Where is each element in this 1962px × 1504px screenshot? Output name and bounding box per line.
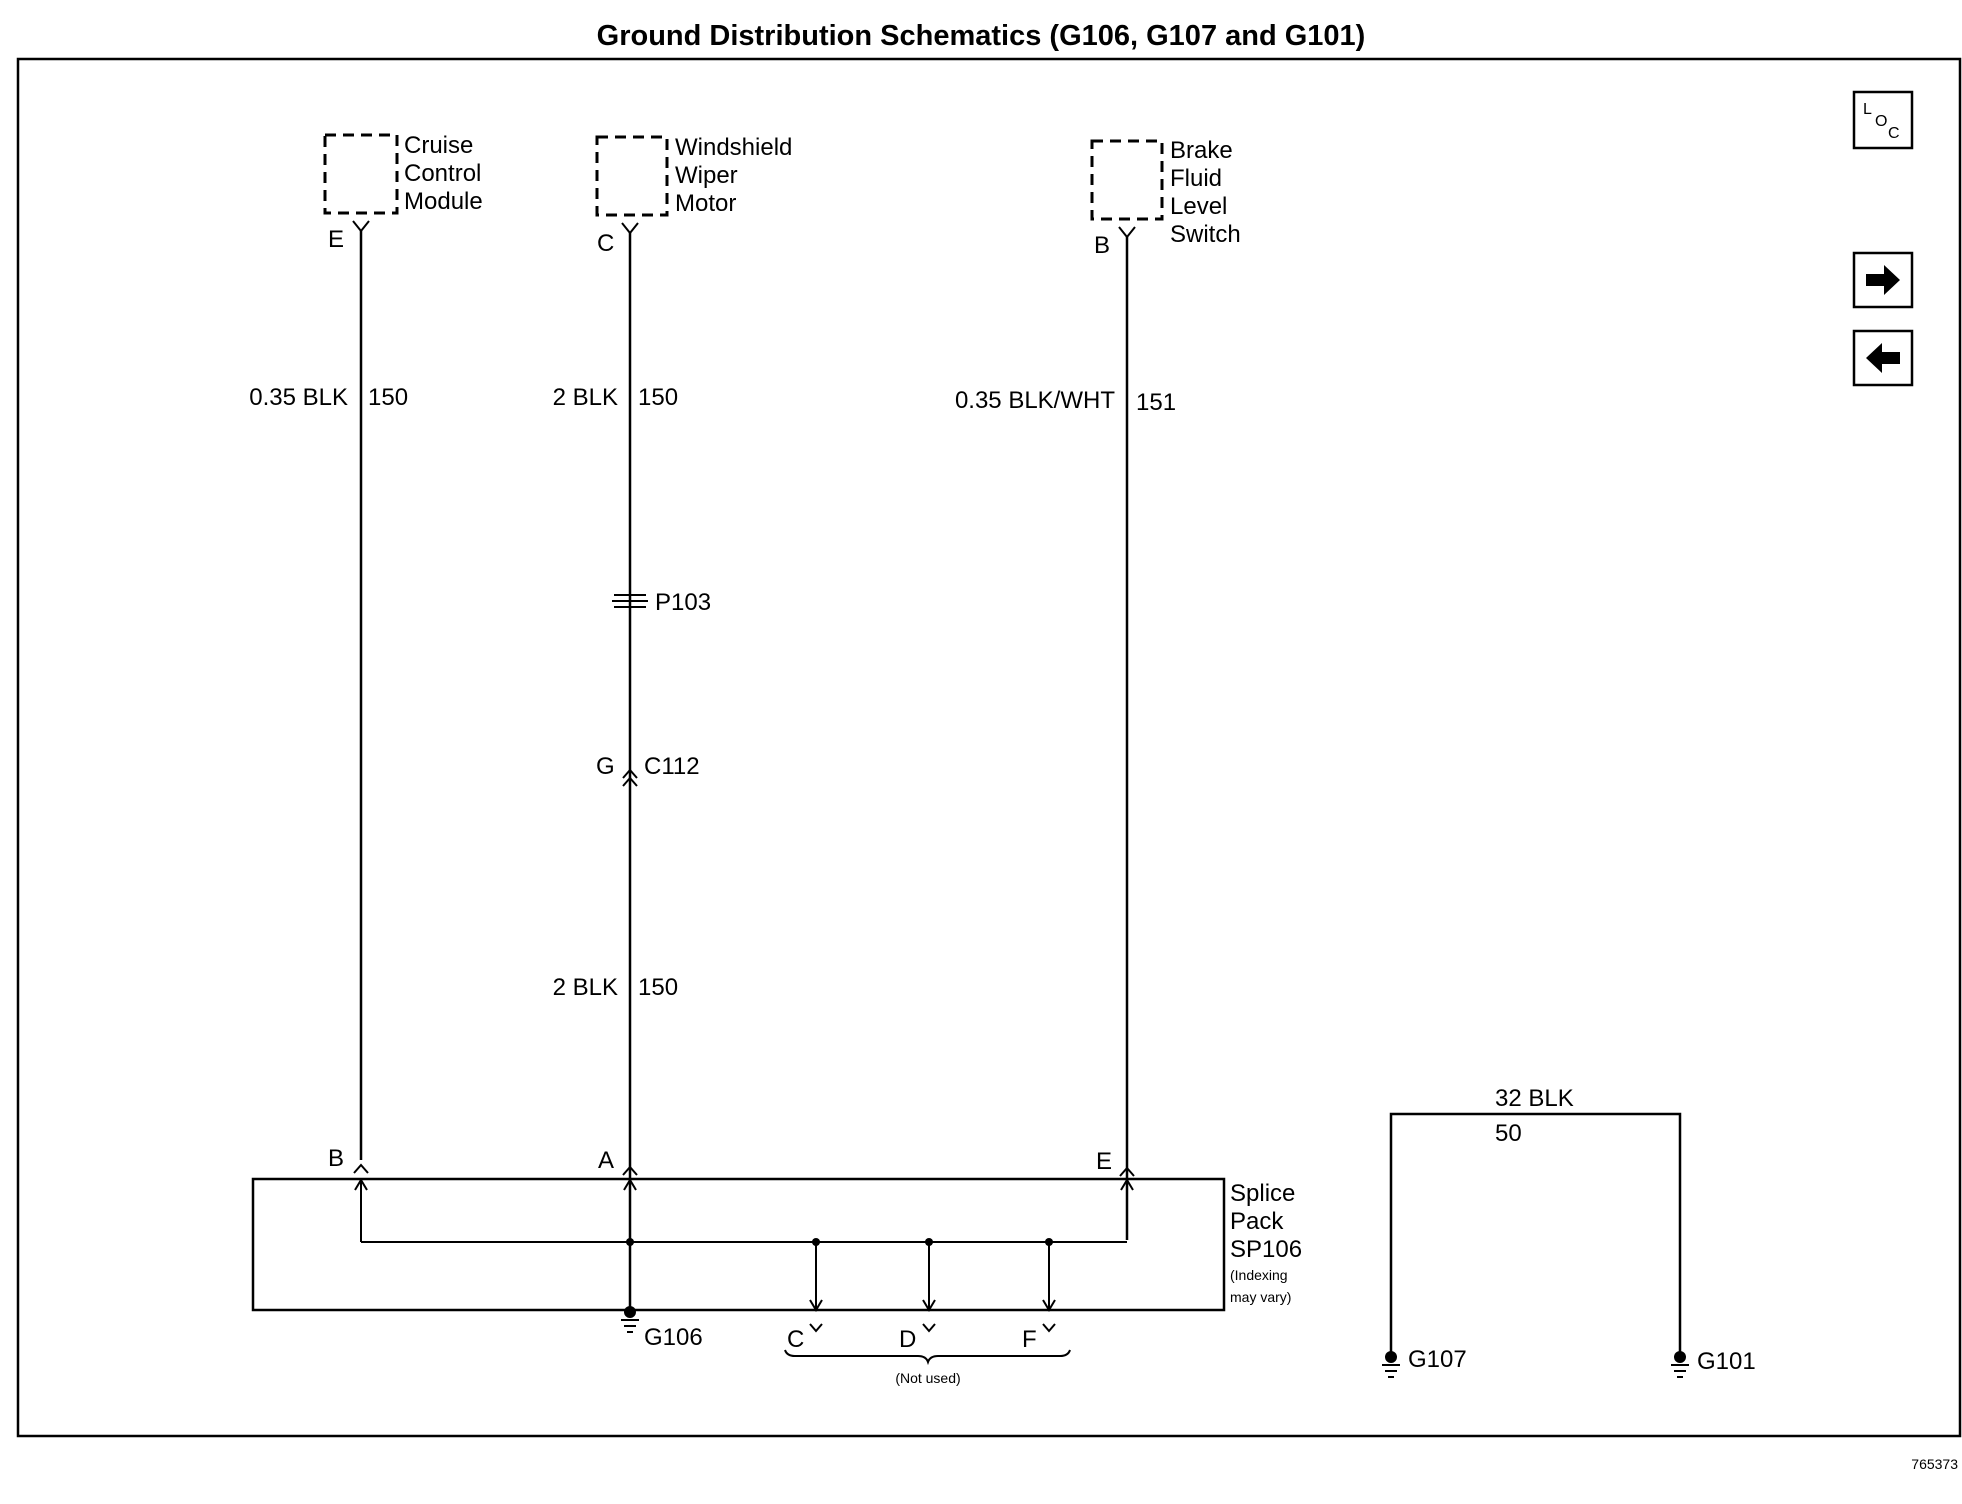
splice-pin-f: F: [1022, 1326, 1037, 1353]
splice-label-line-3: SP106: [1230, 1236, 1302, 1263]
brake-pin-label: B: [1094, 232, 1110, 259]
splice-pin-b: B: [328, 1145, 344, 1172]
wiper-lower-wire-gauge: 2 BLK: [553, 974, 618, 1001]
cruise-pin-label: E: [328, 226, 344, 253]
wiper-pin-label: C: [597, 230, 614, 257]
g101-ground: G101: [1671, 1348, 1756, 1378]
previous-page-button[interactable]: [1852, 329, 1914, 387]
splice-note-line-1: (Indexing: [1230, 1267, 1288, 1283]
splice-pin-c: C: [787, 1326, 804, 1353]
cruise-pin-terminal: [352, 220, 370, 233]
splice-label-line-1: Splice: [1230, 1180, 1295, 1207]
next-page-button[interactable]: [1852, 251, 1914, 309]
loc-o-letter: O: [1875, 113, 1887, 130]
wiper-label-line-2: Wiper: [675, 162, 738, 189]
g101-label: G101: [1697, 1348, 1756, 1375]
g106-label: G106: [644, 1324, 703, 1351]
brake-label-line-4: Switch: [1170, 221, 1241, 248]
cruise-label-line-2: Control: [404, 160, 481, 187]
brake-wire-gauge: 0.35 BLK/WHT: [955, 387, 1115, 414]
c112-connector: G C112: [596, 753, 700, 787]
page-title: Ground Distribution Schematics (G106, G1…: [597, 20, 1366, 52]
loc-l-letter: L: [1863, 101, 1872, 118]
p103-pass-through: P103: [612, 589, 711, 616]
brake-wire-circuit: 151: [1136, 389, 1176, 416]
wiper-pin-terminal: [621, 222, 639, 235]
cruise-wire-gauge: 0.35 BLK: [249, 384, 348, 411]
brake-fluid-level-switch: Brake Fluid Level Switch B: [1090, 137, 1241, 259]
c112-label: C112: [644, 753, 700, 780]
c112-pin-label: G: [596, 753, 615, 780]
ground-link-circuit: 50: [1495, 1120, 1522, 1147]
not-used-brace: [784, 1349, 1071, 1366]
wiper-label-line-3: Motor: [675, 190, 736, 217]
wiper-label-line-1: Windshield: [675, 134, 792, 161]
cruise-wire-circuit: 150: [368, 384, 408, 411]
cruise-control-module: Cruise Control Module E: [323, 132, 483, 253]
splice-pin-d: D: [899, 1326, 916, 1353]
g106-ground: G106: [621, 1306, 703, 1351]
figure-number: 765373: [1911, 1456, 1958, 1472]
splice-note-line-2: may vary): [1230, 1289, 1291, 1305]
left-arrow-icon: [1866, 343, 1900, 373]
splice-label-line-2: Pack: [1230, 1208, 1284, 1235]
cruise-label-line-3: Module: [404, 188, 483, 215]
right-arrow-icon: [1866, 265, 1900, 295]
brake-pin-terminal: [1118, 226, 1136, 239]
diagram-frame: [16, 57, 1962, 1438]
splice-pack-sp106: B A E C D F (Not used) Splice: [251, 1145, 1302, 1386]
brake-label-line-1: Brake: [1170, 137, 1233, 164]
brake-label-line-3: Level: [1170, 193, 1227, 220]
wiper-lower-wire-circuit: 150: [638, 974, 678, 1001]
location-button[interactable]: L O C: [1852, 90, 1914, 150]
ground-link-g107-g101: 32 BLK 50: [1389, 1085, 1682, 1352]
g107-label: G107: [1408, 1346, 1467, 1373]
wiper-upper-wire-gauge: 2 BLK: [553, 384, 618, 411]
not-used-label: (Not used): [895, 1370, 960, 1386]
wiper-upper-wire-circuit: 150: [638, 384, 678, 411]
brake-label-line-2: Fluid: [1170, 165, 1222, 192]
splice-pin-e: E: [1096, 1148, 1112, 1175]
windshield-wiper-motor: Windshield Wiper Motor C: [595, 134, 792, 257]
ground-link-gauge: 32 BLK: [1495, 1085, 1574, 1112]
p103-label: P103: [655, 589, 711, 616]
splice-pin-a: A: [598, 1147, 614, 1174]
g107-ground: G107: [1382, 1346, 1467, 1378]
loc-c-letter: C: [1888, 125, 1900, 142]
cruise-label-line-1: Cruise: [404, 132, 473, 159]
